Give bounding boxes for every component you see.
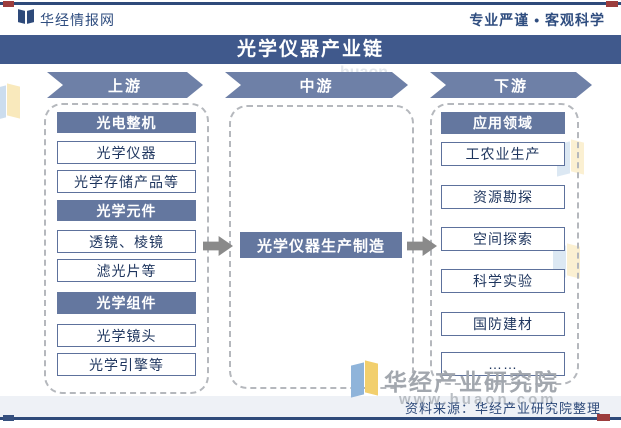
- source-note: 资料来源：华经产业研究院整理: [404, 401, 601, 416]
- brand-logo-icon: [17, 9, 35, 25]
- bottom-accent-line: [0, 417, 621, 420]
- upstream-item: 光学引擎等: [57, 353, 196, 376]
- top-accent-line: [0, 2, 621, 5]
- footer-bar: [0, 396, 621, 417]
- upstream-item: 透镜、棱镜: [57, 230, 196, 253]
- watermark-name: 华经产业研究院: [384, 369, 559, 395]
- midstream-box: 光学仪器生产制造: [240, 232, 402, 258]
- upstream-group-header: 光电整机: [57, 112, 196, 133]
- upstream-group-header: 光学组件: [57, 292, 196, 314]
- watermark-url: www.huaon.com: [399, 391, 557, 408]
- downstream-item: 科学实验: [441, 269, 565, 293]
- downstream-item: 工农业生产: [441, 142, 565, 166]
- logo-right-page: [27, 9, 34, 24]
- page-title: 光学仪器产业链: [0, 35, 621, 64]
- top-left-red-square: [3, 1, 14, 7]
- stage-arrow-downstream: 下游: [430, 72, 592, 98]
- stage-label: 下游: [493, 77, 528, 95]
- faint-watermark-logo: [0, 83, 22, 122]
- brand-slogan: 专业严谨 • 客观科学: [469, 12, 605, 28]
- top-right-red-square: [606, 1, 618, 7]
- stage-label: 中游: [299, 77, 334, 95]
- downstream-item: 空间探索: [441, 227, 565, 251]
- downstream-item: ……: [441, 352, 565, 376]
- downstream-item: 资源勘探: [441, 185, 565, 209]
- logo-left-page: [18, 9, 25, 24]
- downstream-item: 国防建材: [441, 312, 565, 336]
- upstream-item: 光学仪器: [57, 141, 196, 164]
- watermark-logo-icon: [350, 360, 380, 399]
- bottom-right-red-square: [597, 414, 610, 421]
- upstream-item: 滤光片等: [57, 259, 196, 282]
- bottom-left-navy-square: [3, 415, 14, 421]
- upstream-item: 光学存储产品等: [57, 170, 196, 193]
- stage-arrow-midstream: 中游: [225, 72, 408, 98]
- upstream-group-header: 光学元件: [57, 200, 196, 221]
- stage-arrow-upstream: 上游: [47, 72, 203, 98]
- brand-name: 华经情报网: [40, 12, 115, 28]
- upstream-item: 光学镜头: [57, 324, 196, 347]
- downstream-header: 应用领域: [441, 112, 565, 134]
- stage-label: 上游: [107, 77, 142, 95]
